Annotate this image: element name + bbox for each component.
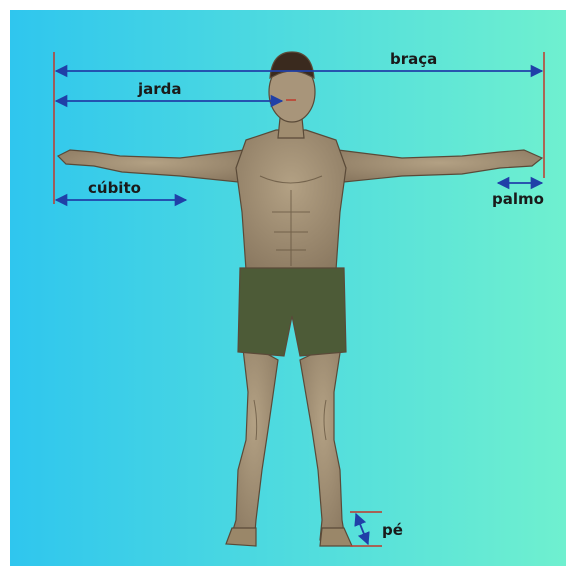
- braca-label: braça: [390, 50, 437, 68]
- left-foot: [226, 528, 256, 546]
- palmo-label: palmo: [492, 190, 544, 208]
- cubito-label: cúbito: [88, 179, 141, 197]
- pe-label: pé: [382, 521, 403, 539]
- jarda-label: jarda: [137, 80, 182, 98]
